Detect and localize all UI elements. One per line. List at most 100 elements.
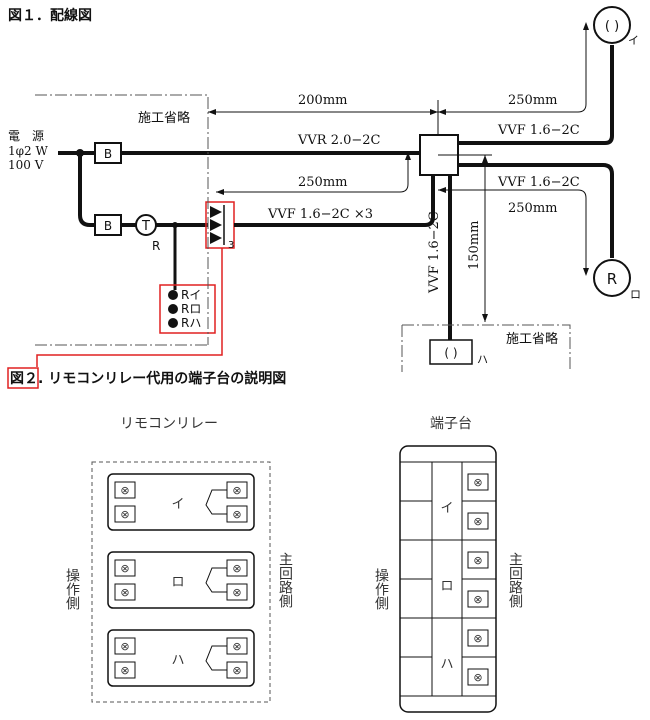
dim-250-mid-curve xyxy=(399,160,409,193)
svg-text:⊗: ⊗ xyxy=(232,664,241,677)
svg-text:⊗: ⊗ xyxy=(120,562,129,575)
relay-unit-i: ⊗ ⊗ ⊗ ⊗ イ xyxy=(107,473,255,531)
relay-dot-ro xyxy=(168,304,178,314)
vvf-x3-cable-label: VVF 1.6−2C ×3 xyxy=(267,207,373,222)
relay-unit-ro: ⊗ ⊗ ⊗ ⊗ ロ xyxy=(107,551,255,609)
relay-unit-ha-body xyxy=(107,629,255,687)
omit-area-right-boundary xyxy=(402,324,571,372)
relay-unit-ha: ⊗ ⊗ ⊗ ⊗ ハ xyxy=(107,629,255,687)
svg-text:⊗: ⊗ xyxy=(120,484,129,497)
lamp-i-symbol: ( ) xyxy=(605,19,619,34)
relay-ro-label: ロ xyxy=(171,575,184,590)
relay-label-i: Rイ xyxy=(181,288,201,302)
op-side-label-right: 操作側 xyxy=(373,568,389,610)
svg-text:⊗: ⊗ xyxy=(232,562,241,575)
dim-250-top-arrow-left xyxy=(438,109,446,115)
terminal-arrow-1 xyxy=(210,206,222,218)
relay-ro-term-2 xyxy=(114,583,136,601)
relay-dot-i xyxy=(168,290,178,300)
fig2-title-highlight xyxy=(7,367,39,389)
dim-250-top-arrow-up xyxy=(583,22,589,30)
dim-200-label: 200mm xyxy=(298,93,347,108)
relay-i-label: イ xyxy=(171,497,184,512)
fig1-title: 図１．配線図 xyxy=(8,7,92,24)
dim-150-label: 150mm xyxy=(467,221,482,270)
relay-ha-contact xyxy=(205,645,227,671)
main-side-label-right: 主回路側 xyxy=(507,552,523,608)
fig2-title: . リモコンリレー代用の端子台の説明図 xyxy=(38,370,286,387)
relay-ro-contact xyxy=(205,567,227,593)
relay-ha-label: ハ xyxy=(171,653,184,668)
dim-250-top-curve xyxy=(577,30,587,113)
relay-label-ro: Rロ xyxy=(181,302,201,316)
vvr-cable-label: VVR 2.0−2C xyxy=(297,133,381,148)
source-label-2: 1φ2 W xyxy=(8,144,48,158)
terminal-block-diagram: ⊗ ⊗ ⊗ ⊗ ⊗ ⊗ イ ロ ハ xyxy=(399,445,497,713)
dim-250-mid-arrow-left xyxy=(216,189,224,195)
vvf-mid-cable-line xyxy=(458,163,614,258)
terminal-arrow-2 xyxy=(210,219,222,231)
lamp-ro-tag: ロ xyxy=(630,288,641,301)
terminal-label-ha: ハ xyxy=(440,657,453,672)
omit-label-right: 施工省略 xyxy=(506,331,558,347)
highlight-leader xyxy=(36,248,223,367)
svg-text:⊗: ⊗ xyxy=(473,476,482,489)
lamp-ro xyxy=(593,259,631,297)
relay-unit-i-body xyxy=(107,473,255,531)
relay-group-box xyxy=(159,284,216,334)
lamp-ro-symbol: R xyxy=(607,270,617,288)
terminal-count: 3 xyxy=(228,240,234,251)
relay-i-contact xyxy=(205,489,227,515)
svg-text:⊗: ⊗ xyxy=(473,515,482,528)
left-operation-side-label: 操作側 xyxy=(64,568,80,610)
svg-text:⊗: ⊗ xyxy=(232,484,241,497)
relay-dot-ha xyxy=(168,318,178,328)
relay-ro-term-1 xyxy=(114,559,136,577)
omit-area-left-boundary xyxy=(150,94,209,345)
timer-label: T xyxy=(141,219,150,234)
svg-text:⊗: ⊗ xyxy=(120,508,129,521)
dim-200-arrow-right xyxy=(430,109,438,115)
terminal-label-ro: ロ xyxy=(440,579,453,594)
svg-text:⊗: ⊗ xyxy=(232,508,241,521)
relay-i-term-2 xyxy=(114,505,136,523)
relay-ha-term-2 xyxy=(114,661,136,679)
lamp-i xyxy=(593,6,631,44)
vvf-top-cable-label: VVF 1.6−2C xyxy=(497,123,580,138)
svg-text:⊗: ⊗ xyxy=(120,664,129,677)
dim-250-right-arrow-left xyxy=(438,187,446,193)
dim-250-top-label: 250mm xyxy=(508,93,557,108)
remote-relay-heading: リモコンリレー xyxy=(120,416,218,432)
svg-text:⊗: ⊗ xyxy=(473,671,482,684)
lamp-ha xyxy=(429,339,473,365)
svg-text:⊗: ⊗ xyxy=(473,593,482,606)
svg-text:⊗: ⊗ xyxy=(473,632,482,645)
source-label-1: 電 源 xyxy=(8,129,44,143)
timer-relay-sub: R xyxy=(152,239,160,253)
source-label-3: 100 V xyxy=(8,158,44,172)
svg-text:⊗: ⊗ xyxy=(232,640,241,653)
svg-text:⊗: ⊗ xyxy=(120,586,129,599)
relay-unit-ro-body xyxy=(107,551,255,609)
dim-250-right-arrow-down xyxy=(583,268,589,276)
dim-200-arrow-left xyxy=(208,109,216,115)
terminal-arrow-3 xyxy=(210,232,222,244)
relay-label-ha: Rハ xyxy=(181,316,201,330)
vvf-x3-rise xyxy=(424,175,435,227)
dim-250-right-label: 250mm xyxy=(508,201,557,216)
dim-150-arrow-up xyxy=(482,155,488,163)
dim-250-right-curve xyxy=(577,189,587,268)
op-side-label-left: 操作側 xyxy=(64,568,80,610)
relay-i-term-1 xyxy=(114,481,136,499)
lamp-ha-symbol: ( ) xyxy=(444,346,457,360)
svg-text:⊗: ⊗ xyxy=(120,640,129,653)
breaker-top-label: B xyxy=(104,147,112,161)
vvf-mid-cable-label: VVF 1.6−2C xyxy=(497,175,580,190)
svg-text:⊗: ⊗ xyxy=(473,554,482,567)
relay-ha-term-1 xyxy=(114,637,136,655)
dim-250-mid-label: 250mm xyxy=(298,175,347,190)
vvf-vertical-cable-label: VVF 1.6−2C xyxy=(427,211,442,294)
lamp-ha-tag: ハ xyxy=(477,353,488,366)
terminal-label-i: イ xyxy=(440,501,453,516)
breaker-bottom-label: B xyxy=(104,219,112,233)
